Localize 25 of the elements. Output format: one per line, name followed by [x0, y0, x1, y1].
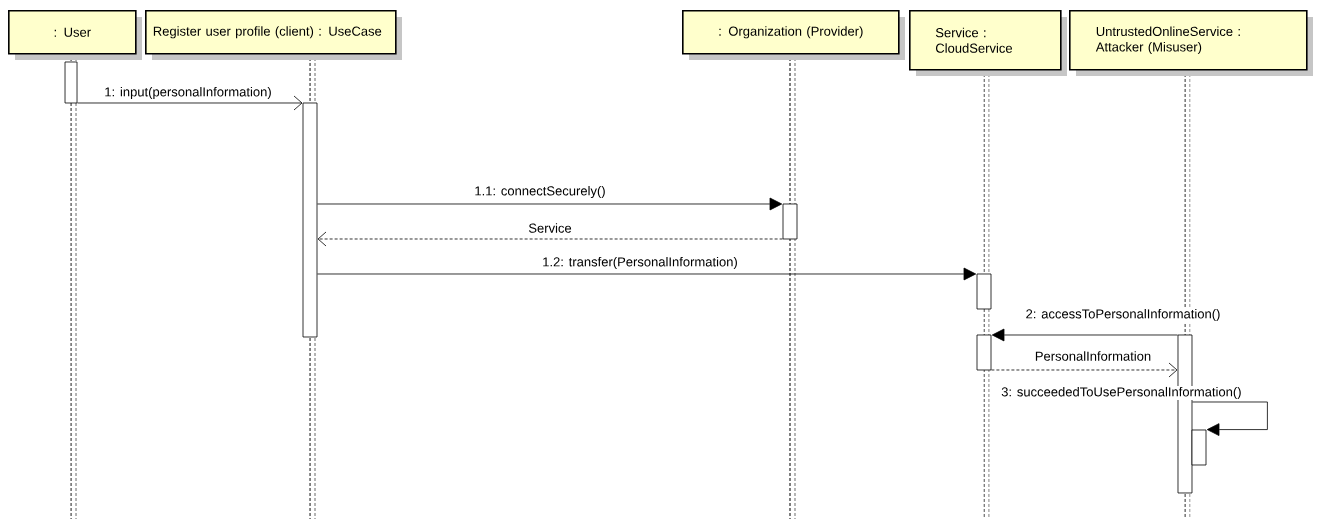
message-arrow	[317, 231, 783, 247]
message-arrow	[1192, 401, 1268, 436]
message-arrow	[991, 328, 1178, 342]
lifeline-head: : User	[8, 10, 142, 60]
message-arrow	[317, 267, 977, 281]
message-arrow	[77, 95, 303, 111]
activation-bar	[64, 61, 78, 104]
lifeline-head: Service : CloudService	[909, 10, 1067, 76]
message-label: 2: accessToPersonalInformation()	[1024, 307, 1222, 323]
activation-bar	[976, 334, 992, 371]
activation-bar	[976, 273, 992, 310]
lifeline-head: UntrustedOnlineService : Attacker (Misuser)	[1069, 10, 1313, 76]
lifeline-head: : Organization (Provider)	[682, 10, 905, 60]
message-label: Service	[527, 222, 573, 234]
activation-bar	[1191, 429, 1207, 466]
lifeline-head: Register user profile (client) : UseCase	[145, 10, 402, 60]
activation-bar	[302, 102, 318, 338]
message-label: 1: input(personalInformation)	[103, 85, 273, 101]
message-label: 1.2: transfer(PersonalInformation)	[541, 255, 739, 271]
activation-bar	[782, 203, 798, 240]
message-label: 1.1: connectSecurely()	[473, 184, 607, 200]
message-label: 3: succeededToUsePersonalInformation()	[1000, 385, 1243, 401]
message-arrow	[317, 197, 783, 211]
message-label: PersonalInformation	[1033, 350, 1153, 362]
message-arrow	[991, 362, 1178, 378]
